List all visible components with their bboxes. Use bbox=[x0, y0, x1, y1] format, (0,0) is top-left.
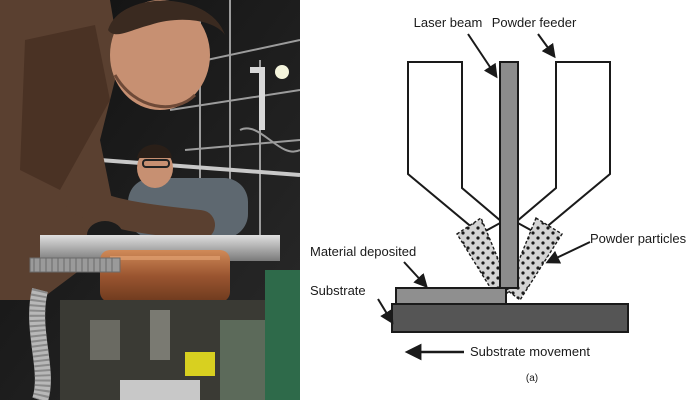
caption-a: (a) bbox=[526, 373, 538, 384]
left-nozzle bbox=[407, 61, 504, 236]
lab-light bbox=[275, 65, 289, 79]
deposited-material bbox=[395, 287, 507, 305]
gas-line bbox=[99, 158, 300, 177]
substrate-rect bbox=[391, 303, 629, 333]
label-substrate: Substrate bbox=[310, 283, 366, 298]
laser-beam-rect bbox=[499, 61, 519, 289]
deposition-diagram: Laser beam Powder feeder Powder particle… bbox=[310, 15, 687, 384]
green-panel bbox=[265, 270, 300, 400]
label-substrate-movement: Substrate movement bbox=[470, 344, 590, 359]
threaded-rod bbox=[29, 257, 121, 273]
laboratory-photo bbox=[0, 0, 300, 400]
label-powder-feeder: Powder feeder bbox=[492, 15, 577, 30]
steel-pipe bbox=[250, 67, 265, 130]
main-researcher bbox=[0, 0, 225, 300]
arrow-powder-feeder bbox=[537, 33, 556, 59]
arrow-material-deposited bbox=[403, 261, 428, 289]
label-laser-beam: Laser beam bbox=[414, 15, 483, 30]
yellow-instrument bbox=[185, 352, 215, 376]
copper-workpiece bbox=[40, 235, 280, 302]
right-nozzle bbox=[514, 61, 611, 236]
arrow-laser-beam bbox=[467, 33, 498, 79]
arrow-substrate bbox=[377, 298, 394, 325]
arrow-powder-particles bbox=[545, 241, 591, 264]
label-powder-particles: Powder particles bbox=[590, 231, 687, 246]
label-material-deposited: Material deposited bbox=[310, 244, 416, 259]
